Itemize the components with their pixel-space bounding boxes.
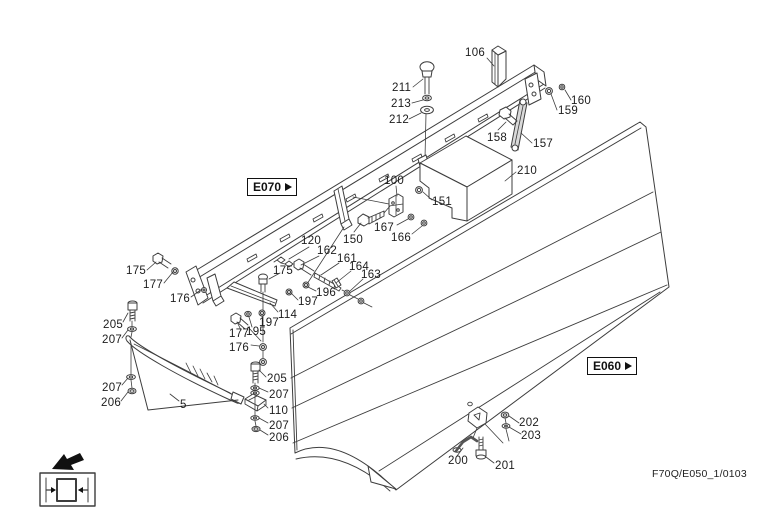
part-label-175b: 175 — [273, 265, 294, 277]
part-label-162: 162 — [317, 245, 338, 257]
part-label-157: 157 — [533, 138, 554, 150]
side-panel — [289, 121, 670, 492]
part-label-160: 160 — [571, 95, 592, 107]
part-label-106: 106 — [465, 47, 486, 59]
end-plate-fasteners — [524, 72, 566, 106]
stay-157 — [498, 98, 528, 152]
part-label-110: 110 — [269, 405, 289, 417]
bracket-106 — [491, 45, 507, 88]
part-label-207c: 207 — [269, 389, 290, 401]
part-label-120: 120 — [301, 235, 322, 247]
part-label-207: 207 — [102, 334, 123, 346]
blade-114-group — [226, 273, 310, 366]
bottom-latch-group — [452, 406, 511, 460]
part-label-195: 195 — [246, 326, 267, 338]
deflector-5-group — [125, 300, 245, 411]
part-label-205b: 205 — [267, 373, 288, 385]
part-label-206b: 206 — [269, 432, 290, 444]
forward-arrow-icon — [625, 362, 633, 370]
part-label-151: 151 — [432, 196, 453, 208]
middle-fastener-stack — [244, 361, 267, 433]
direction-arrow-icon — [52, 453, 84, 470]
cover-box-210 — [417, 135, 513, 222]
upper-rail — [185, 64, 547, 307]
part-label-200: 200 — [448, 455, 469, 467]
part-label-163: 163 — [361, 269, 382, 281]
part-label-5: 5 — [180, 399, 187, 411]
part-label-176b: 176 — [229, 342, 250, 354]
part-label-196: 196 — [316, 287, 337, 299]
part-label-210: 210 — [517, 165, 538, 177]
part-label-150: 150 — [343, 234, 364, 246]
part-label-207b: 207 — [102, 382, 123, 394]
leader-lines — [120, 57, 572, 464]
part-label-161: 161 — [337, 253, 358, 265]
figure-code: F70Q/E050_1/0103 — [652, 468, 747, 480]
part-label-207d: 207 — [269, 420, 290, 432]
part-label-159: 159 — [558, 105, 579, 117]
part-label-175: 175 — [126, 265, 147, 277]
part-label-213: 213 — [391, 98, 412, 110]
left-rail-fasteners — [152, 252, 179, 275]
part-label-114: 114 — [278, 309, 298, 321]
ref-link-label: E070 — [253, 180, 282, 194]
part-label-100: 100 — [384, 175, 405, 187]
part-label-202: 202 — [519, 417, 540, 429]
ref-link-label: E060 — [593, 359, 622, 373]
part-label-166: 166 — [391, 232, 412, 244]
part-label-177: 177 — [143, 279, 164, 291]
part-label-211: 211 — [392, 82, 412, 94]
part-label-212: 212 — [389, 114, 410, 126]
bolt-211-stack — [419, 61, 435, 159]
ref-link-e070[interactable]: E070 — [247, 178, 298, 196]
part-label-205: 205 — [103, 319, 124, 331]
part-label-201: 201 — [495, 460, 516, 472]
part-label-158: 158 — [487, 132, 508, 144]
part-label-206: 206 — [101, 397, 122, 409]
hinge-100-group — [357, 186, 428, 227]
part-label-177b: 177 — [229, 328, 250, 340]
ref-link-e060[interactable]: E060 — [587, 357, 638, 375]
part-label-167: 167 — [374, 222, 395, 234]
forward-arrow-icon — [285, 183, 293, 191]
part-label-164: 164 — [349, 261, 370, 273]
part-label-176: 176 — [170, 293, 191, 305]
panel-clamp-icon — [39, 472, 96, 507]
part-label-203: 203 — [521, 430, 542, 442]
part-label-197: 197 — [298, 296, 319, 308]
part-label-197b: 197 — [259, 317, 280, 329]
